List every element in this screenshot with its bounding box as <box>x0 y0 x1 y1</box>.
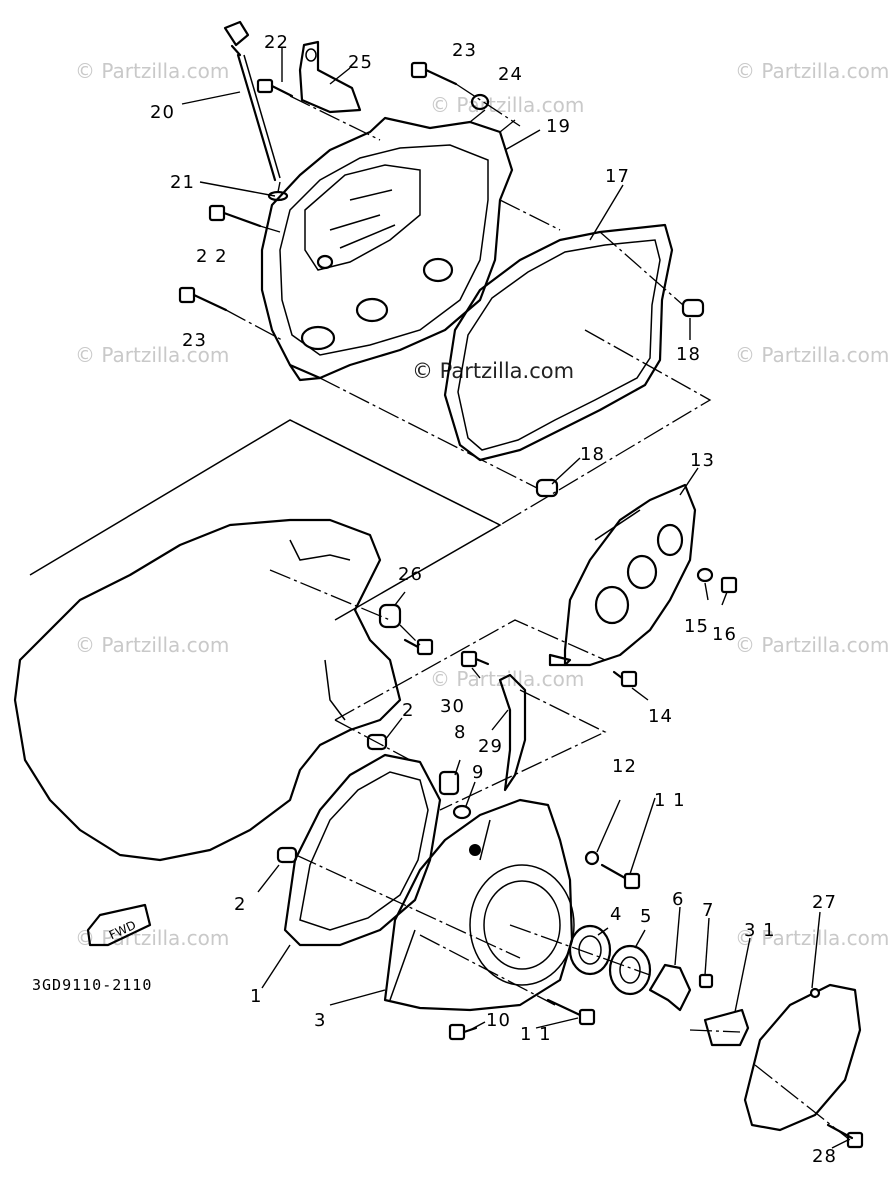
callout-20: 20 <box>150 102 175 123</box>
callout-13: 13 <box>690 450 715 471</box>
watermark: © Partzilla.com <box>75 633 229 657</box>
leader-lines <box>181 48 849 1149</box>
watermark: © Partzilla.com <box>430 93 584 117</box>
callout-19: 19 <box>546 116 571 137</box>
oil-seal-5[interactable] <box>608 944 652 996</box>
damper-26[interactable] <box>378 603 402 629</box>
callout-14: 14 <box>648 706 673 727</box>
part-8[interactable] <box>438 770 460 796</box>
callout-18: 18 <box>580 444 605 465</box>
bolt-10[interactable] <box>448 1023 478 1041</box>
bolt-14[interactable] <box>612 670 638 688</box>
callout-22: 22 <box>264 32 289 53</box>
bolt-22-top[interactable] <box>256 78 294 98</box>
callout-22: 2 2 <box>196 246 228 267</box>
callout-9: 9 <box>472 762 484 783</box>
bolt-30[interactable] <box>460 650 490 668</box>
callout-30: 30 <box>440 696 465 717</box>
washer-9[interactable] <box>452 804 472 820</box>
crankcase-outline <box>13 419 502 862</box>
watermark: © Partzilla.com <box>75 343 229 367</box>
callout-11: 1 1 <box>654 790 686 811</box>
assembly-lines-upper <box>225 83 712 526</box>
callout-3: 3 <box>314 1010 326 1031</box>
watermark: © Partzilla.com <box>75 926 229 950</box>
callout-29: 29 <box>478 736 503 757</box>
dowel-pin-upper[interactable] <box>681 298 705 318</box>
dowel-2-lower[interactable] <box>276 846 298 864</box>
washer-24[interactable] <box>470 93 490 111</box>
callout-4: 4 <box>610 904 622 925</box>
bearing-4[interactable] <box>568 924 612 976</box>
callout-23: 23 <box>182 330 207 351</box>
callout-2: 2 <box>402 700 414 721</box>
dowel-2-upper[interactable] <box>366 733 388 751</box>
bracket-25[interactable] <box>298 40 362 114</box>
generator-cover[interactable] <box>383 798 575 1012</box>
drawing-number: 3GD9110-2110 <box>32 976 152 994</box>
bolt-7[interactable] <box>698 973 714 989</box>
callout-25: 25 <box>348 52 373 73</box>
callout-2: 2 <box>234 894 246 915</box>
crankcase-cover-gasket[interactable] <box>443 223 674 462</box>
sprocket-cover[interactable] <box>548 483 697 667</box>
watermark: © Partzilla.com <box>430 667 584 691</box>
callout-10: 10 <box>486 1010 511 1031</box>
watermarks: © Partzilla.com © Partzilla.com © Partzi… <box>75 59 889 950</box>
watermark-center: © Partzilla.com <box>412 359 574 383</box>
callout-1: 1 <box>250 986 262 1007</box>
callout-17: 17 <box>605 166 630 187</box>
oil-dipstick[interactable] <box>223 20 281 182</box>
callout-28: 28 <box>812 1146 837 1167</box>
callout-21: 21 <box>170 172 195 193</box>
callout-16: 16 <box>712 624 737 645</box>
callout-24: 24 <box>498 64 523 85</box>
callout-31: 3 1 <box>744 920 776 941</box>
bolt-11-lower[interactable] <box>546 998 596 1026</box>
watermark: © Partzilla.com <box>735 343 889 367</box>
callout-8: 8 <box>454 722 466 743</box>
callout-27: 27 <box>812 892 837 913</box>
callout-7: 7 <box>702 900 714 921</box>
callout-5: 5 <box>640 906 652 927</box>
plate-6[interactable] <box>648 963 692 1012</box>
callout-18: 18 <box>676 344 701 365</box>
bolt-23-side[interactable] <box>178 286 228 312</box>
crankcase-cover-right[interactable] <box>260 116 514 382</box>
watermark: © Partzilla.com <box>735 633 889 657</box>
bolt-22-side[interactable] <box>208 204 262 228</box>
callouts: 20 21 22 2 2 23 23 24 25 19 17 18 18 13 … <box>150 32 837 1167</box>
assembly-lines-middle <box>269 569 607 811</box>
assembly-lines-lower <box>295 854 851 1141</box>
bolt-23-top[interactable] <box>410 61 458 86</box>
watermark: © Partzilla.com <box>75 59 229 83</box>
bolt-11-upper[interactable] <box>600 863 641 890</box>
washer-15[interactable] <box>696 567 714 583</box>
callout-6: 6 <box>672 889 684 910</box>
callout-11: 1 1 <box>520 1024 552 1045</box>
bolt-16[interactable] <box>720 576 738 594</box>
generator-cover-gasket[interactable] <box>283 753 442 947</box>
guide-29[interactable] <box>498 673 527 792</box>
washer-12[interactable] <box>584 850 600 866</box>
watermark: © Partzilla.com <box>735 926 889 950</box>
cap-31[interactable] <box>703 1008 750 1047</box>
callout-26: 26 <box>398 564 423 585</box>
callout-12: 12 <box>612 756 637 777</box>
callout-23: 23 <box>452 40 477 61</box>
watermark: © Partzilla.com <box>735 59 889 83</box>
bolt-26[interactable] <box>403 638 434 656</box>
outer-cover-27[interactable] <box>743 983 862 1132</box>
callout-15: 15 <box>684 616 709 637</box>
